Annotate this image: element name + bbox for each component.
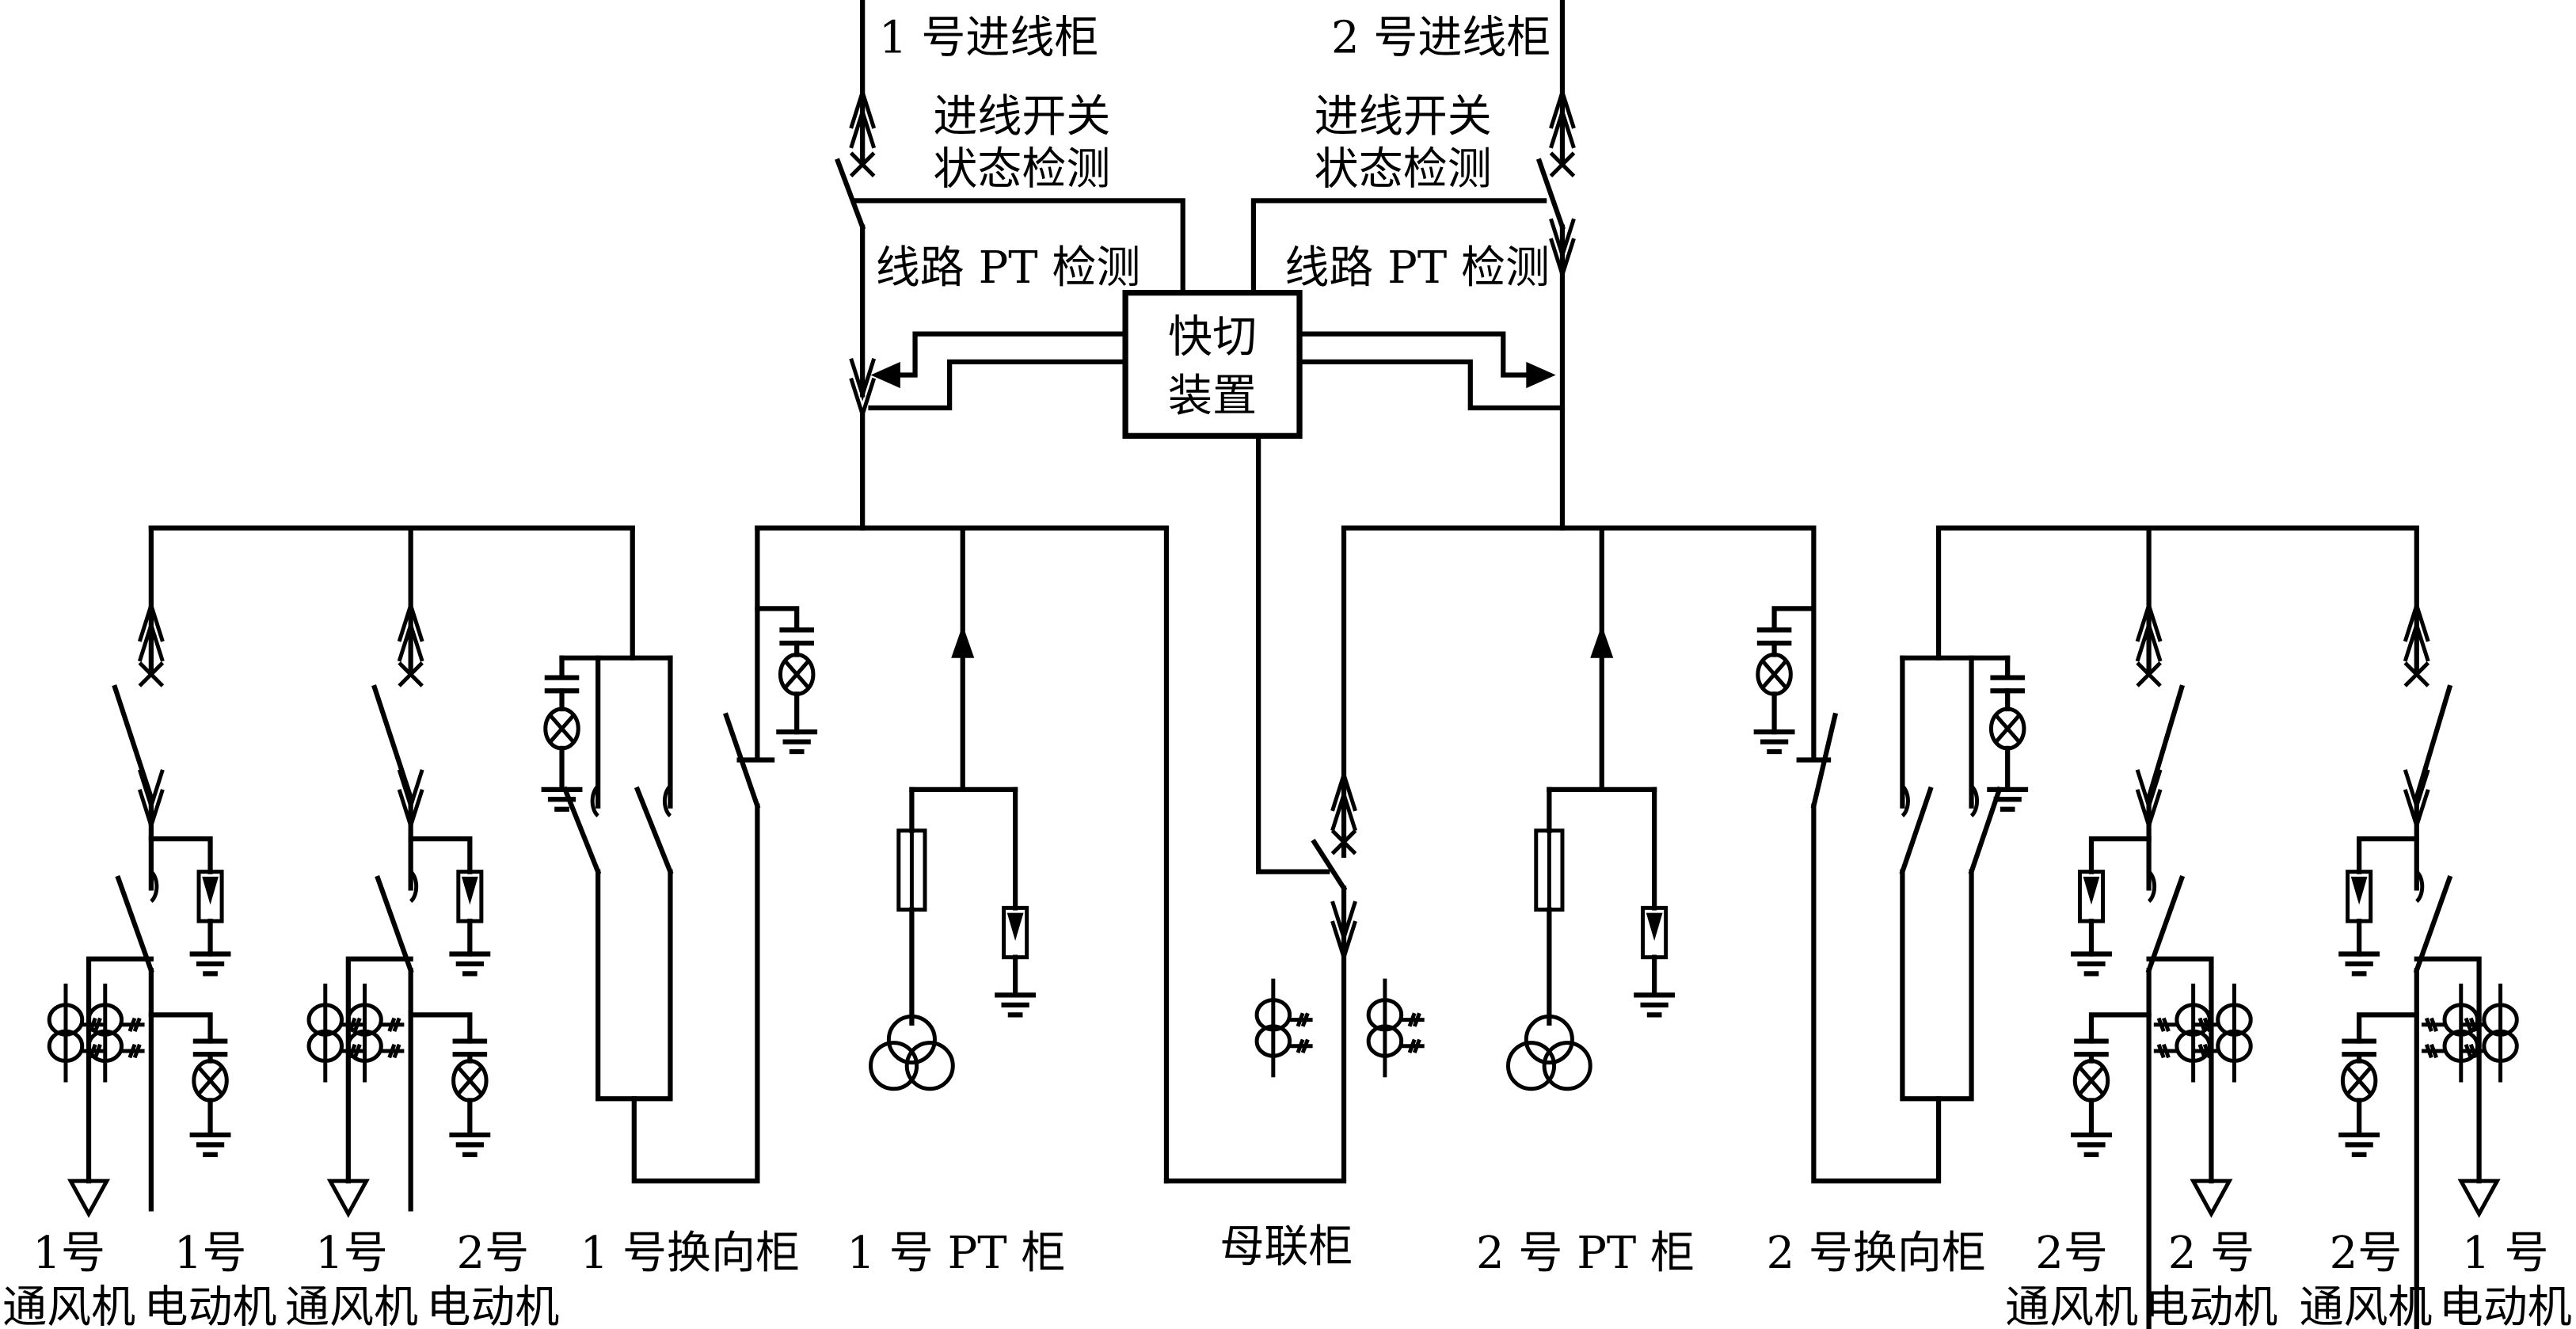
control-wire-left-1 bbox=[892, 331, 1128, 378]
incoming-line-1 bbox=[835, 0, 874, 531]
control-wire-right-2 bbox=[1296, 359, 1566, 411]
label-pt-1: 1 号 PT 柜 bbox=[847, 1228, 1065, 1279]
label-fan-2-right-b: 通风机 bbox=[2005, 1282, 2138, 1329]
incoming-1-label: 1 号进线柜 bbox=[879, 12, 1098, 63]
label-fan-1-left2-a: 1号 bbox=[315, 1228, 388, 1279]
label-motor-2-right-a: 2 号 bbox=[2168, 1228, 2254, 1279]
control-arrow-right bbox=[1526, 361, 1556, 389]
feeder-left-2 bbox=[309, 525, 488, 1214]
label-fan-2-right2-a: 2号 bbox=[2330, 1228, 2403, 1279]
reversing-cabinet-2 bbox=[1756, 525, 2026, 1184]
line-pt-right-label: 线路 PT 检测 bbox=[1284, 242, 1550, 294]
label-fan-1-left-b: 通风机 bbox=[2, 1282, 135, 1329]
switch-status-left-1: 进线开关 bbox=[933, 91, 1110, 143]
fast-switch-label-2: 装置 bbox=[1168, 371, 1257, 422]
label-motor-2-left-a: 2号 bbox=[457, 1228, 530, 1279]
switch-status-left-2: 状态检测 bbox=[933, 144, 1110, 196]
label-fan-1-left-a: 1号 bbox=[32, 1228, 105, 1279]
pt-cabinet-1 bbox=[871, 525, 1033, 1089]
label-pt-2: 2 号 PT 柜 bbox=[1476, 1228, 1695, 1279]
line-pt-left-label: 线路 PT 检测 bbox=[876, 242, 1141, 294]
label-fan-2-right2-b: 通风机 bbox=[2299, 1282, 2432, 1329]
control-arrow-left bbox=[870, 361, 900, 389]
pt-cabinet-2 bbox=[1508, 525, 1672, 1089]
label-motor-2-left-b: 电动机 bbox=[426, 1282, 559, 1329]
bottom-labels: 1号 通风机 1号 电动机 1号 通风机 2号 电动机 1 号换向柜 1 号 P… bbox=[2, 1221, 2572, 1329]
incoming-2-label: 2 号进线柜 bbox=[1331, 12, 1551, 63]
control-wire-left-2 bbox=[868, 359, 1128, 411]
label-reversing-1: 1 号换向柜 bbox=[580, 1228, 800, 1279]
switch-status-right-2: 状态检测 bbox=[1315, 144, 1492, 196]
reversing-cabinet-1 bbox=[544, 525, 815, 1184]
control-wire-bus-tie bbox=[1256, 433, 1330, 874]
feeder-right-1 bbox=[2073, 525, 2251, 1329]
status-wire-right bbox=[1250, 198, 1547, 295]
label-motor-2-right-b: 电动机 bbox=[2144, 1282, 2277, 1329]
label-fan-1-left2-b: 通风机 bbox=[285, 1282, 418, 1329]
label-motor-1-left-b: 电动机 bbox=[144, 1282, 277, 1329]
bus-tie-cabinet bbox=[1163, 525, 1425, 1184]
feeder-left-1 bbox=[49, 525, 228, 1214]
label-bus-tie: 母联柜 bbox=[1220, 1221, 1353, 1273]
switch-status-right-1: 进线开关 bbox=[1315, 91, 1492, 143]
label-reversing-2: 2 号换向柜 bbox=[1766, 1228, 1985, 1279]
label-fan-2-right-a: 2号 bbox=[2035, 1228, 2108, 1279]
feeder-right-2 bbox=[2341, 525, 2517, 1329]
label-motor-1-right-a: 1 号 bbox=[2462, 1228, 2548, 1279]
label-motor-1-left-a: 1号 bbox=[174, 1228, 247, 1279]
status-wire-left bbox=[851, 198, 1185, 295]
control-wire-right-1 bbox=[1296, 331, 1531, 378]
label-motor-1-right-b: 电动机 bbox=[2439, 1282, 2572, 1329]
incoming-line-2 bbox=[1535, 0, 1574, 531]
fast-switch-label-1: 快切 bbox=[1168, 311, 1257, 363]
